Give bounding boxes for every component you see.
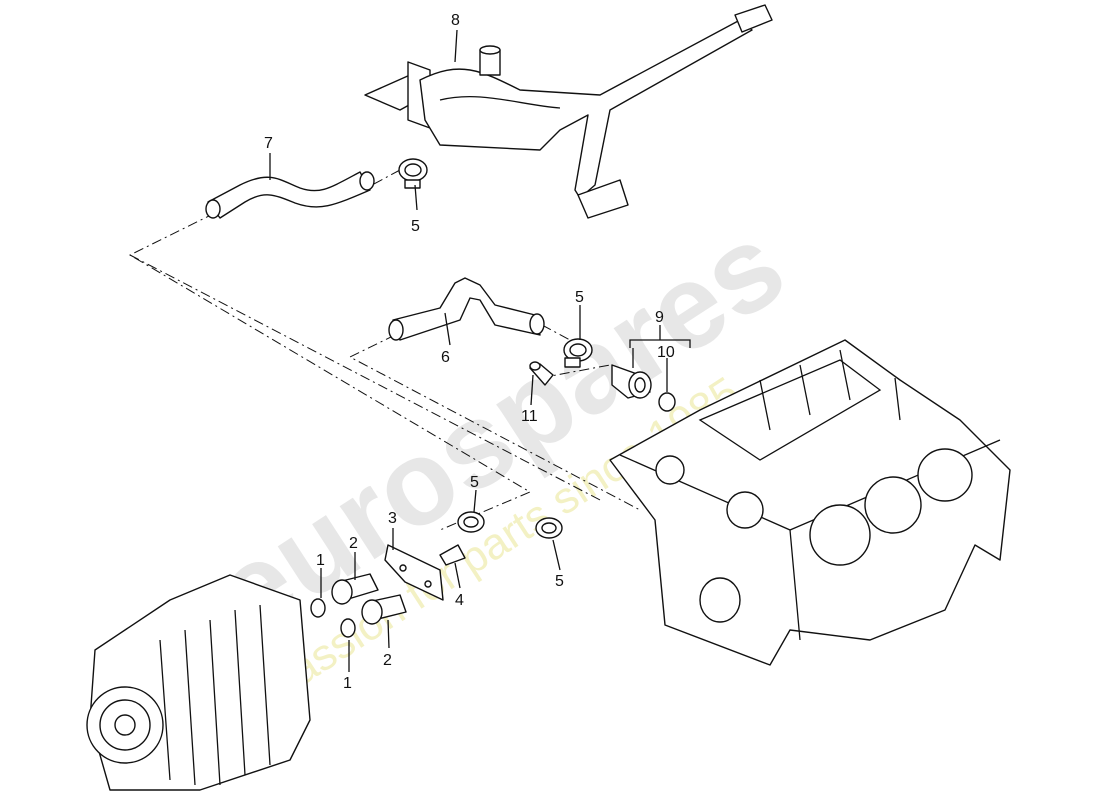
hose-part-6 bbox=[388, 277, 545, 341]
fitting-part-2-lower bbox=[361, 594, 407, 625]
fitting-part-2-upper bbox=[331, 573, 379, 605]
connection-lines bbox=[128, 169, 641, 531]
callout-6: 6 bbox=[441, 349, 450, 366]
callout-5: 5 bbox=[575, 289, 584, 306]
leader-lines bbox=[269, 29, 691, 672]
callout-5: 5 bbox=[411, 218, 420, 235]
hose-part-7 bbox=[205, 171, 375, 219]
callouts: 8 7 5 5 6 9 10 11 3 5 5 1 2 4 2 1 bbox=[264, 12, 675, 692]
callout-3: 3 bbox=[388, 510, 397, 527]
callout-8: 8 bbox=[451, 12, 460, 29]
callout-9: 9 bbox=[655, 309, 664, 326]
callout-5: 5 bbox=[555, 573, 564, 590]
engine-block bbox=[609, 339, 1011, 666]
coolant-pipe-part-8 bbox=[364, 4, 773, 219]
callout-7: 7 bbox=[264, 135, 273, 152]
hose-clamp-part-5-lower-a bbox=[457, 511, 485, 533]
hose-clamp-part-5-top bbox=[398, 158, 428, 189]
callout-2: 2 bbox=[383, 652, 392, 669]
hose-clamp-part-5-lower-b bbox=[535, 517, 563, 539]
callout-4: 4 bbox=[455, 592, 464, 609]
o-ring-part-10 bbox=[658, 392, 676, 412]
hose-clamp-part-5-middle bbox=[563, 338, 593, 368]
callout-1: 1 bbox=[316, 552, 325, 569]
bracket-part-3 bbox=[384, 544, 444, 601]
alternator bbox=[86, 574, 311, 791]
callout-10: 10 bbox=[657, 344, 675, 361]
callout-11: 11 bbox=[521, 408, 538, 425]
callout-2: 2 bbox=[349, 535, 358, 552]
o-ring-part-1-upper bbox=[310, 598, 326, 618]
o-ring-part-1-lower bbox=[340, 618, 356, 638]
callout-5: 5 bbox=[470, 474, 479, 491]
bolt-part-4 bbox=[439, 544, 466, 566]
callout-1: 1 bbox=[343, 675, 352, 692]
fitting-part-9 bbox=[611, 364, 652, 399]
bolt-part-11 bbox=[529, 361, 554, 386]
